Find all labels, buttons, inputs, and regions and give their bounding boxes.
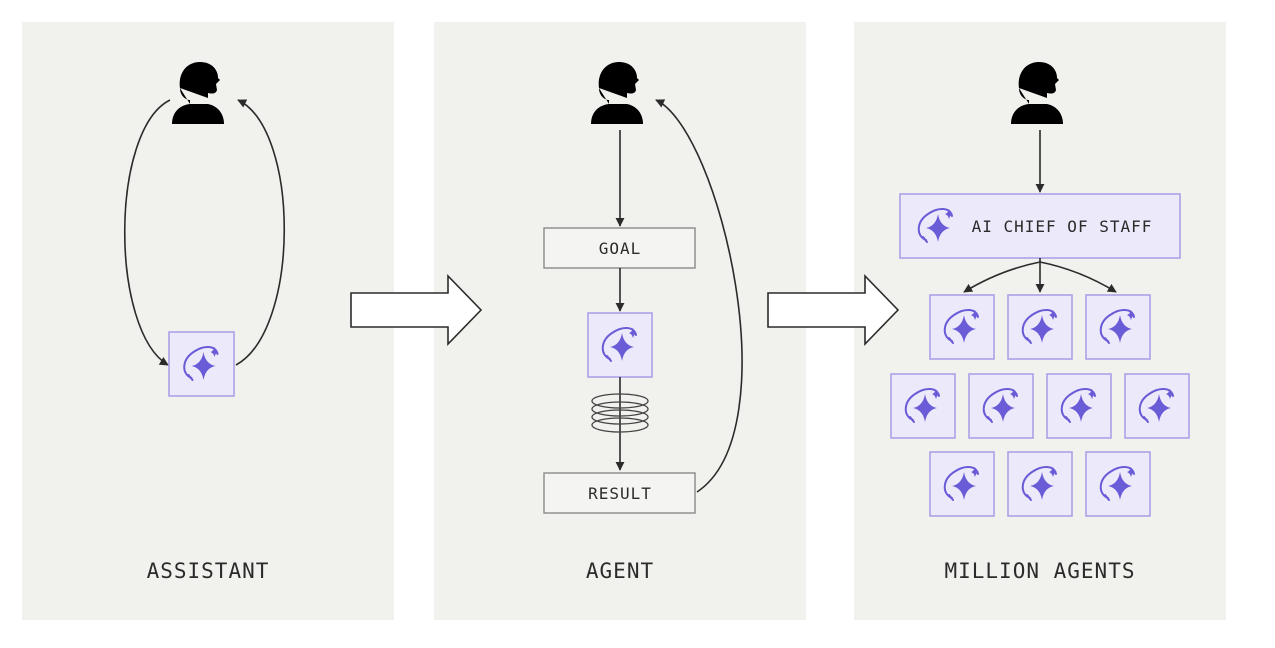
chief-of-staff-label: AI CHIEF OF STAFF: [972, 217, 1153, 236]
goal-box: [543, 227, 696, 269]
caption-agent: AGENT: [586, 559, 654, 583]
result-label: RESULT: [588, 484, 652, 503]
chief-of-staff-box: [899, 193, 1181, 259]
agent-tile: [890, 373, 956, 439]
layers-icon: [591, 393, 649, 433]
chief-to-agent-arrow: [963, 261, 1041, 293]
caption-assistant: ASSISTANT: [147, 559, 270, 583]
right-arrow-icon: [350, 274, 483, 346]
request-arrow: [124, 99, 171, 366]
feedback-arrow: [655, 99, 743, 493]
caption-million-agents: MILLION AGENTS: [944, 559, 1135, 583]
right-arrow-icon: [767, 274, 900, 346]
response-arrow: [235, 99, 285, 366]
goal-label: GOAL: [599, 239, 642, 258]
chief-to-agent-arrow: [1039, 261, 1117, 293]
result-box: [543, 472, 696, 514]
